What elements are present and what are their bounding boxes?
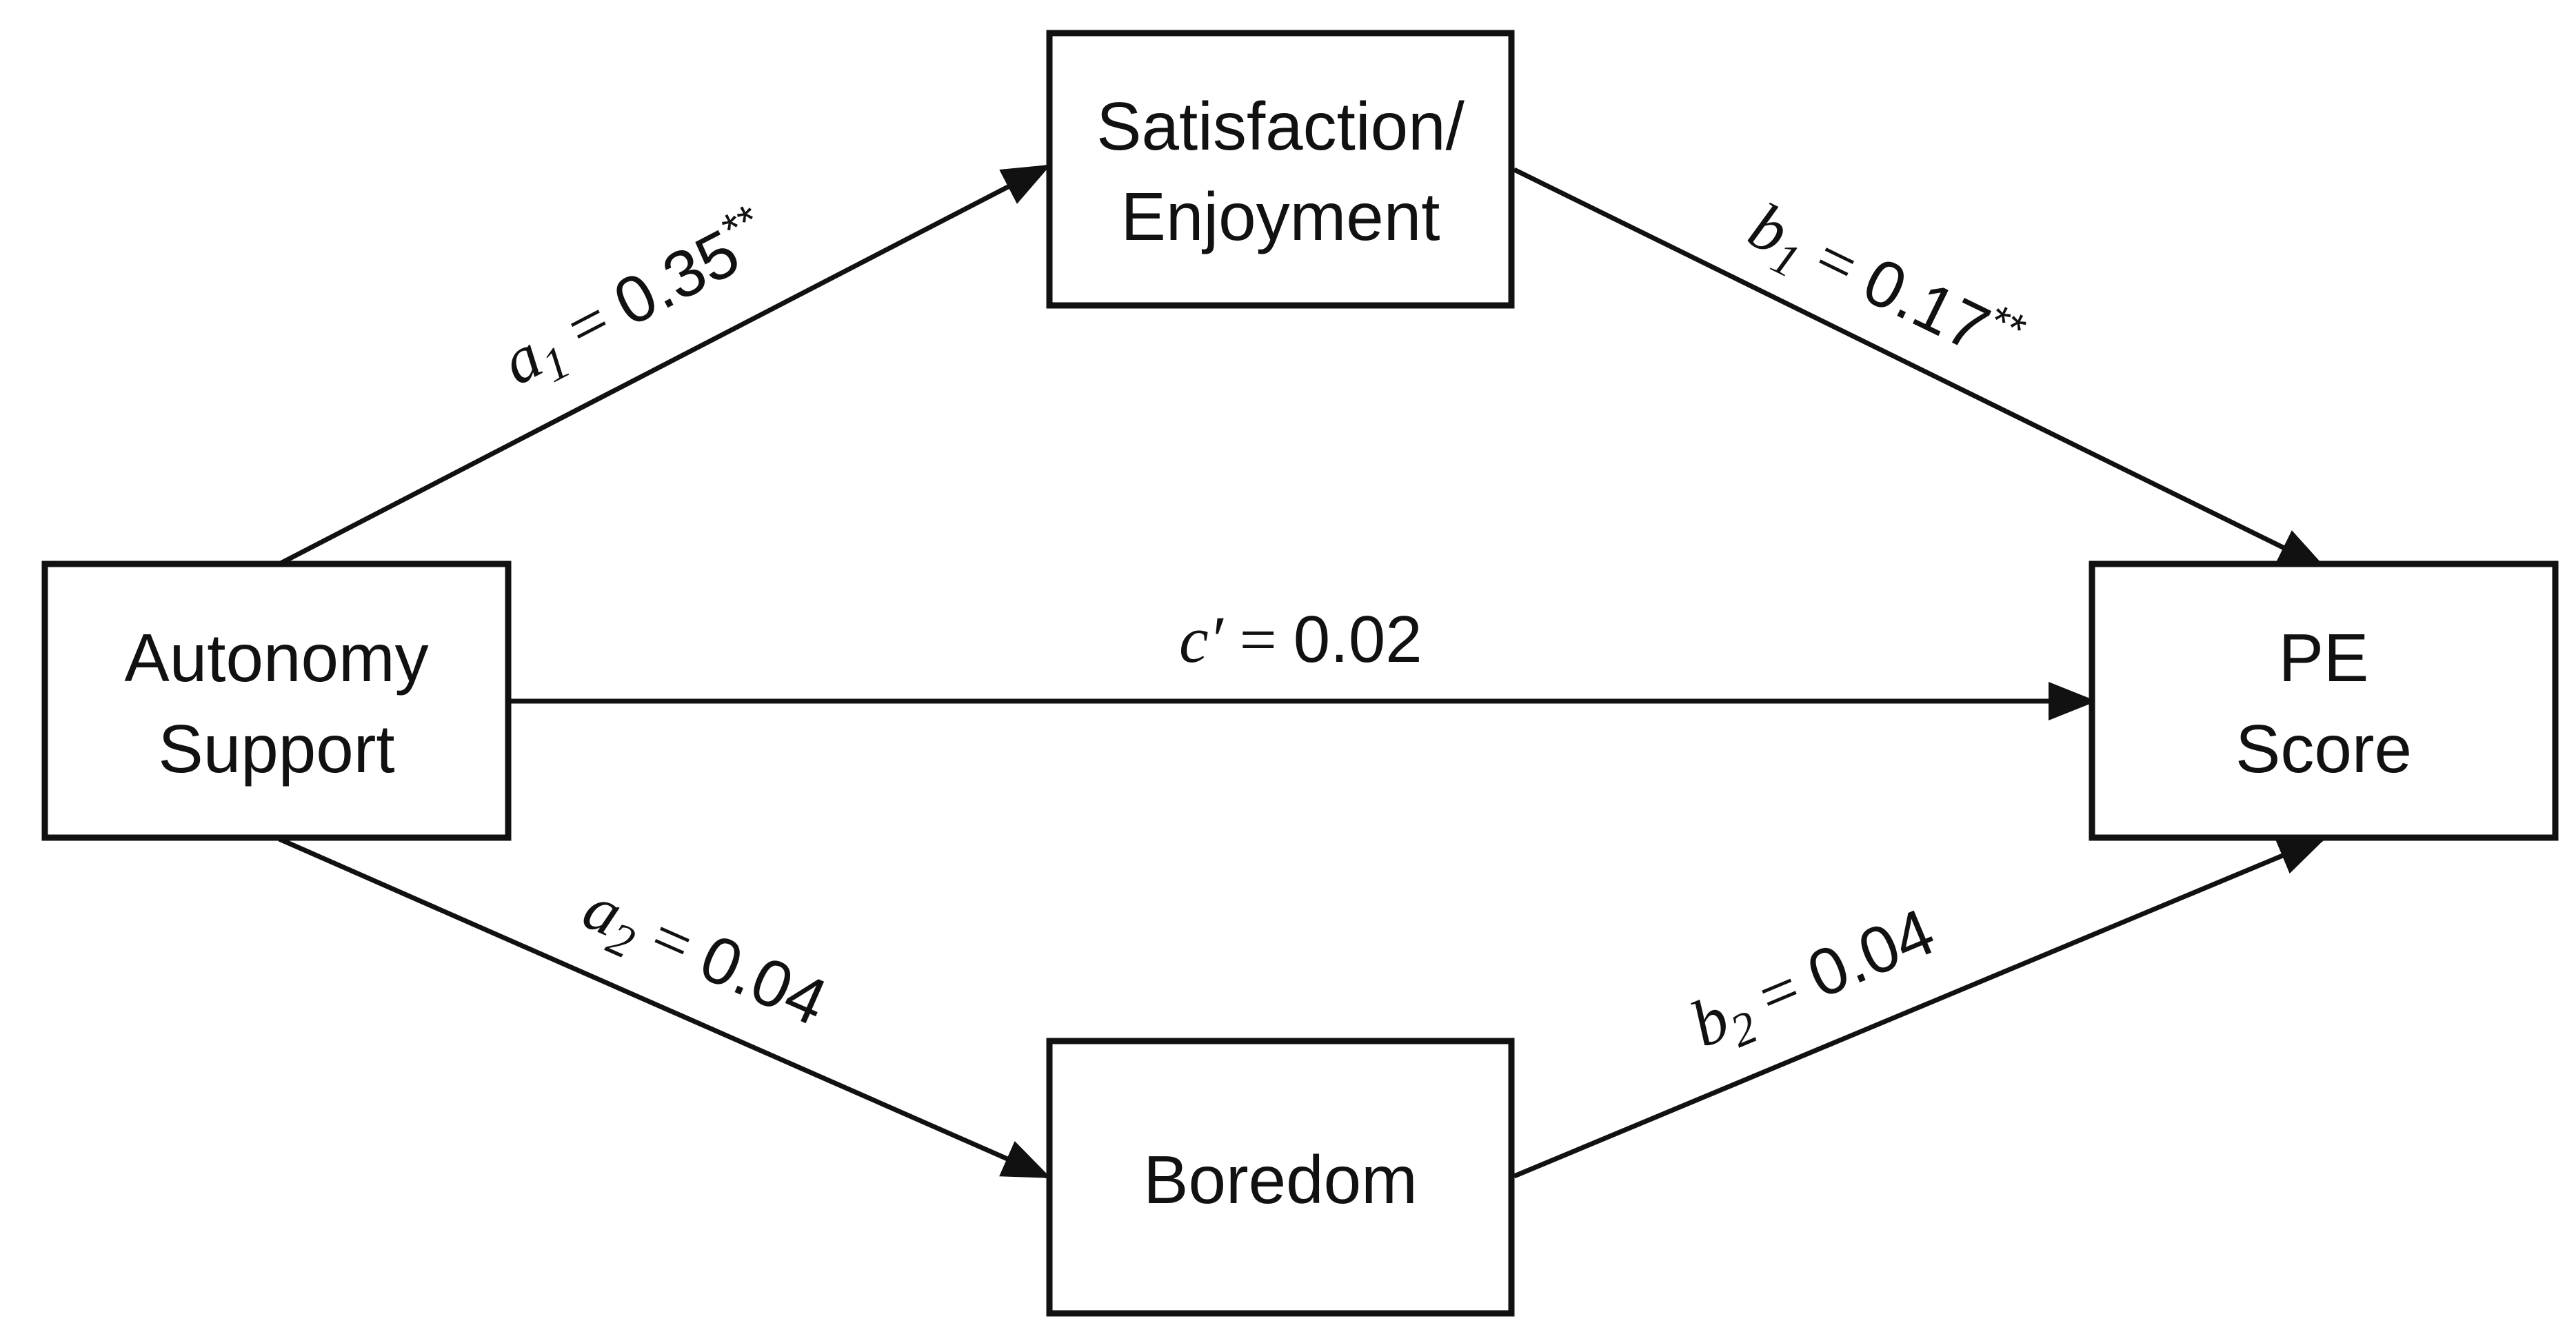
node-boredom: Boredom [1046, 1038, 1515, 1317]
node-satisfaction-line2: Enjoyment [1120, 179, 1440, 254]
node-satisfaction-line1: Satisfaction/ [1096, 88, 1465, 164]
node-pe-line2: Score [2235, 711, 2412, 787]
node-autonomy-support: Autonomy Support [41, 561, 512, 841]
arrow-satisfaction-to-pe [1513, 167, 2327, 569]
arrow-autonomy-to-satisfaction [278, 164, 1051, 567]
node-autonomy-line2: Support [158, 711, 394, 787]
coef-c-prime-label: c′ = 0.02 [1179, 603, 1422, 676]
arrow-boredom-to-pe [1513, 836, 2327, 1179]
node-pe-line1: PE [2279, 620, 2369, 696]
node-pe-score: PE Score [2089, 561, 2559, 841]
coef-b1-label: b1 = 0.17** [1734, 183, 2034, 390]
coef-a2-label: a2 = 0.04 [570, 869, 837, 1049]
node-satisfaction-enjoyment: Satisfaction/ Enjoyment [1046, 30, 1515, 309]
arrow-autonomy-to-boredom [278, 836, 1051, 1179]
node-boredom-line1: Boredom [1143, 1142, 1418, 1218]
node-autonomy-line1: Autonomy [124, 620, 428, 696]
coef-b2-label: b2 = 0.04 [1680, 894, 1949, 1070]
coef-a1-label: a1 = 0.35** [487, 194, 786, 407]
